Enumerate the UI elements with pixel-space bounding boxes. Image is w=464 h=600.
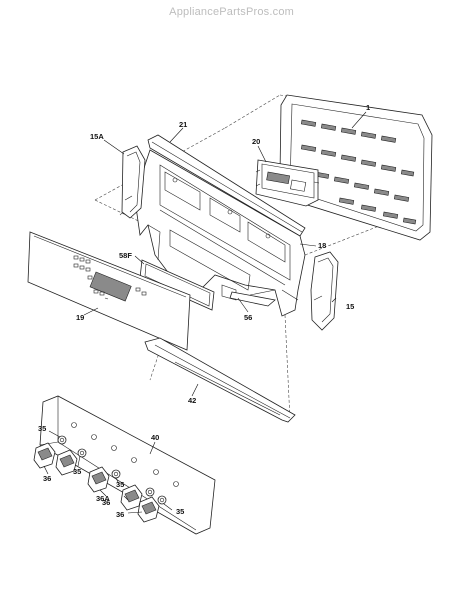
knob-part-36A[interactable] [120,484,143,511]
label-part-36A: 36A [96,494,110,503]
label-part-36-1: 36 [43,474,51,483]
leader-lines [43,111,367,514]
label-part-36-2: 36 [102,498,110,507]
right-end-cap-part-15[interactable] [310,251,339,331]
label-part-35-4: 35 [176,507,184,516]
watermark-text: AppliancePartsPros.com [169,6,294,18]
label-part-19: 19 [76,313,84,322]
top-trim-part-21[interactable] [147,134,306,237]
label-part-18: 18 [318,241,326,250]
left-end-cap-part-15A[interactable] [121,145,146,219]
rear-panel-part-1[interactable] [279,94,433,241]
label-part-35-2: 35 [73,467,81,476]
knob-part-36-4[interactable] [137,496,160,523]
knob-part-36-3[interactable] [87,466,110,493]
label-part-42: 42 [188,396,196,405]
part-labels: 1 21 15A 20 18 58F 15 19 56 42 40 35 36 … [38,103,370,519]
label-part-1: 1 [366,103,370,112]
ring-part-35-4[interactable] [145,487,155,497]
control-housing-frame[interactable] [134,149,306,317]
ring-part-35-3[interactable] [111,469,121,479]
ring-part-35-5[interactable] [157,495,167,505]
trim-strip-part-42[interactable] [144,337,296,423]
knob-part-36-1[interactable] [33,442,56,469]
ring-part-35-1[interactable] [57,435,67,445]
label-part-35-1: 35 [38,424,46,433]
control-board-part-20[interactable] [255,159,320,207]
label-part-36-3: 36 [116,510,124,519]
label-part-40: 40 [151,433,159,442]
overlay-part-58F[interactable] [139,259,215,311]
label-part-15A: 15A [90,132,104,141]
ring-part-35-2[interactable] [77,448,87,458]
knob-part-36-2[interactable] [55,449,78,476]
label-part-15: 15 [346,302,354,311]
label-part-56: 56 [244,313,252,322]
label-part-21: 21 [179,120,187,129]
front-control-panel-part-19[interactable] [27,231,191,351]
label-part-20: 20 [252,137,260,146]
label-part-35-3: 35 [116,480,124,489]
label-part-58F: 58F [119,251,132,260]
bracket-part-56[interactable] [229,291,276,307]
